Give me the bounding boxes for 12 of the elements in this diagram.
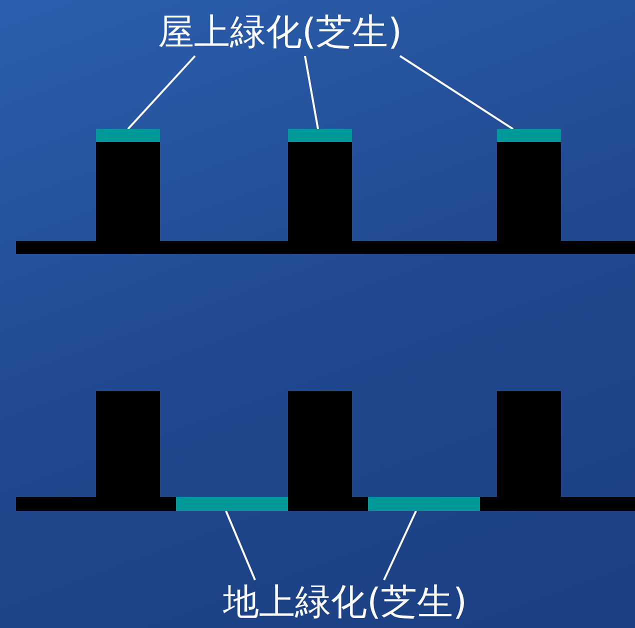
lawn-strip — [368, 497, 480, 511]
label: 地上緑化(芝生) — [195, 580, 495, 626]
lawn-strip — [96, 129, 160, 142]
lawn-strip — [288, 129, 352, 142]
lawn-strip — [176, 497, 288, 511]
leader-line — [127, 55, 196, 130]
label: 屋上緑化(芝生) — [130, 10, 430, 56]
lawn-strip — [497, 129, 561, 142]
leader-line — [399, 55, 514, 130]
leader-line — [225, 510, 256, 580]
leader-line — [383, 510, 417, 580]
leader-line — [304, 56, 319, 130]
